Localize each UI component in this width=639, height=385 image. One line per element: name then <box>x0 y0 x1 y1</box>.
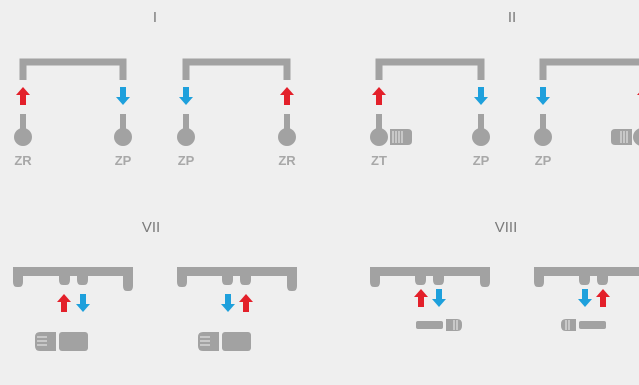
supply-arrow-icon <box>16 87 30 105</box>
connector-label-left: ZP <box>178 153 195 168</box>
valve-icon <box>472 128 490 146</box>
radiator-bottom-connection-icon <box>177 267 297 291</box>
diagram-i-a: ZR ZP <box>14 58 132 168</box>
return-arrow-icon <box>179 87 193 105</box>
diagram-i-b: ZP ZR <box>177 58 296 168</box>
valve-icon <box>14 128 32 146</box>
return-arrow-icon <box>116 87 130 105</box>
valve-icon <box>633 128 639 146</box>
connector-label-right: ZP <box>473 153 490 168</box>
diagram-viii-b <box>534 267 639 331</box>
supply-arrow-icon <box>596 289 610 307</box>
thermostat-head-icon <box>390 129 412 145</box>
valve-block-icon <box>198 332 251 351</box>
diagram-vii-a <box>13 267 133 351</box>
return-arrow-icon <box>221 294 235 312</box>
radiator-bottom-connection-icon <box>534 267 639 287</box>
valve-icon <box>177 128 195 146</box>
return-arrow-icon <box>536 87 550 105</box>
section-label-ii: II <box>508 9 516 26</box>
return-arrow-icon <box>578 289 592 307</box>
connector-label-left: ZR <box>14 153 32 168</box>
thermostat-head-icon <box>611 129 632 145</box>
connector-label-right: ZP <box>115 153 132 168</box>
section-label-vii: VII <box>142 219 160 236</box>
supply-arrow-icon <box>414 289 428 307</box>
supply-arrow-icon <box>239 294 253 312</box>
connector-label-left: ZP <box>535 153 552 168</box>
connector-label-right: ZR <box>278 153 296 168</box>
connector-label-left: ZT <box>371 153 387 168</box>
supply-arrow-icon <box>372 87 386 105</box>
diagram-viii-a <box>370 267 490 331</box>
supply-arrow-icon <box>280 87 294 105</box>
supply-arrow-icon <box>57 294 71 312</box>
valve-icon <box>534 128 552 146</box>
section-label-viii: VIII <box>495 219 518 236</box>
valve-block-icon <box>561 319 606 331</box>
section-label-i: I <box>153 9 157 26</box>
valve-icon <box>114 128 132 146</box>
return-arrow-icon <box>76 294 90 312</box>
return-arrow-icon <box>432 289 446 307</box>
valve-icon <box>278 128 296 146</box>
radiator-bottom-connection-icon <box>370 267 490 287</box>
valve-block-icon <box>416 319 462 331</box>
diagram-ii-b: ZP Z <box>534 58 639 168</box>
radiator-bottom-connection-icon <box>13 267 133 291</box>
valve-icon <box>370 128 388 146</box>
diagram-ii-a: ZT ZP <box>370 58 490 168</box>
diagram-vii-b <box>177 267 297 351</box>
return-arrow-icon <box>474 87 488 105</box>
valve-block-icon <box>35 332 88 351</box>
